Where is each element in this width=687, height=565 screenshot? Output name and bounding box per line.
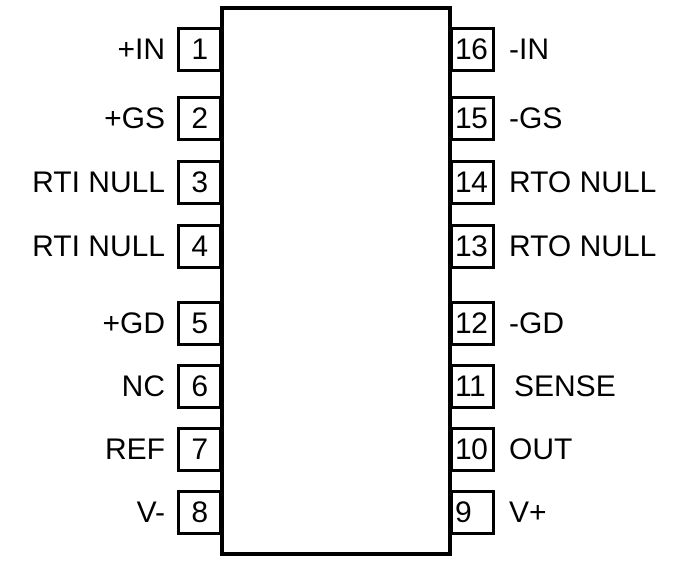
- pin-row-left-3: RTI NULL 3: [0, 160, 222, 205]
- pin-number-14: 14: [450, 160, 495, 205]
- pin-row-left-5: +GD 5: [0, 301, 222, 346]
- pin-number-16: 16: [450, 27, 495, 72]
- pin-number-1: 1: [177, 27, 222, 72]
- pin-row-left-7: REF 7: [0, 427, 222, 472]
- pin-label-11: SENSE: [514, 369, 616, 403]
- pin-label-1: +IN: [117, 32, 165, 66]
- pin-label-3: RTI NULL: [32, 165, 165, 199]
- pin-number-2: 2: [177, 96, 222, 141]
- pin-number-6: 6: [177, 364, 222, 409]
- pin-label-13: RTO NULL: [509, 229, 657, 263]
- ic-package-body: [220, 6, 452, 556]
- pin-label-16: -IN: [509, 32, 549, 66]
- pin-label-6: NC: [121, 369, 165, 403]
- pin-label-10: OUT: [509, 432, 573, 466]
- pin-label-15: -GS: [509, 101, 563, 135]
- pin-label-5: +GD: [102, 306, 165, 340]
- pin-number-13: 13: [450, 224, 495, 269]
- pin-row-right-13: 13 RTO NULL: [450, 224, 687, 269]
- pin-label-14: RTO NULL: [509, 165, 657, 199]
- pin-row-right-15: 15 -GS: [450, 96, 687, 141]
- pin-row-right-10: 10 OUT: [450, 427, 687, 472]
- pin-number-9: 9: [450, 490, 495, 535]
- pin-label-4: RTI NULL: [32, 229, 165, 263]
- pin-row-left-8: V- 8: [0, 490, 222, 535]
- pin-number-10: 10: [450, 427, 495, 472]
- pin-number-8: 8: [177, 490, 222, 535]
- pin-number-12: 12: [450, 301, 495, 346]
- pin-row-right-11: 11 SENSE: [450, 364, 687, 409]
- pin-row-left-2: +GS 2: [0, 96, 222, 141]
- pin-row-right-12: 12 -GD: [450, 301, 687, 346]
- pin-row-left-1: +IN 1: [0, 27, 222, 72]
- pin-label-12: -GD: [509, 306, 564, 340]
- pin-label-8: V-: [136, 495, 165, 529]
- pin-label-9: V+: [509, 495, 547, 529]
- pin-number-15: 15: [450, 96, 495, 141]
- pin-row-right-16: 16 -IN: [450, 27, 687, 72]
- pin-row-left-6: NC 6: [0, 364, 222, 409]
- pin-number-5: 5: [177, 301, 222, 346]
- pin-number-3: 3: [177, 160, 222, 205]
- pin-row-right-14: 14 RTO NULL: [450, 160, 687, 205]
- pin-number-4: 4: [177, 224, 222, 269]
- pin-number-11: 11: [450, 364, 495, 409]
- pin-row-right-9: 9 V+: [450, 490, 687, 535]
- pin-label-7: REF: [105, 432, 165, 466]
- pin-number-7: 7: [177, 427, 222, 472]
- pin-label-2: +GS: [104, 101, 165, 135]
- pin-row-left-4: RTI NULL 4: [0, 224, 222, 269]
